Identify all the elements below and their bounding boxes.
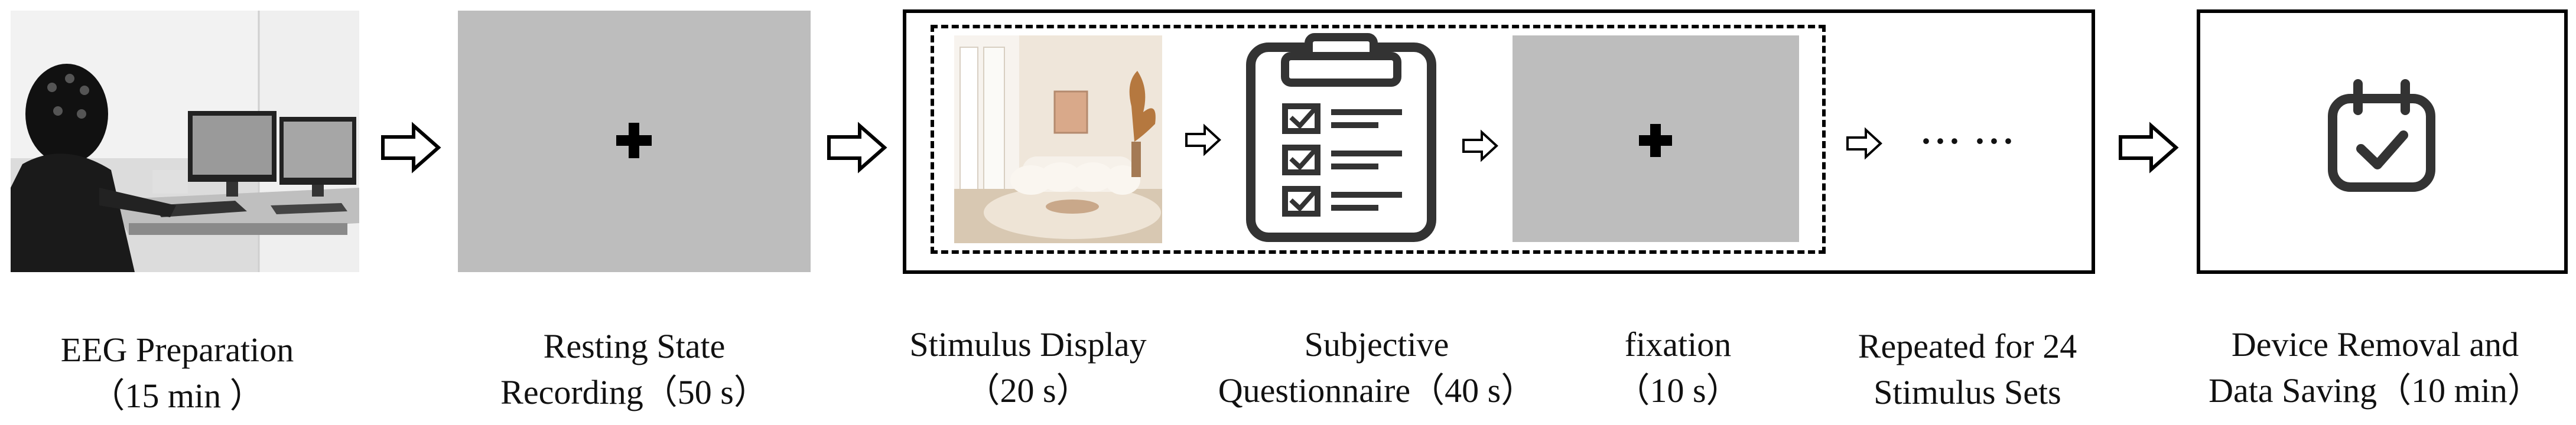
device-removal-label: Device Removal and Data Saving（10 min） xyxy=(2174,322,2576,414)
eeg-preparation-label: EEG Preparation （15 min ） xyxy=(0,327,354,419)
plus-icon xyxy=(1639,124,1672,157)
calendar-check-icon xyxy=(2328,79,2435,192)
arrow-right-outline-icon xyxy=(1185,123,1221,156)
resting-state-label: Resting State Recording（50 s） xyxy=(458,323,811,416)
living-room-photo xyxy=(954,35,1162,243)
questionnaire-line2: Questionnaire（40 s） xyxy=(1218,371,1536,410)
plus-icon xyxy=(616,123,652,158)
stimulus-display-title: Stimulus Display xyxy=(909,325,1147,364)
arrow-right-outline-icon xyxy=(2119,122,2179,174)
eeg-preparation-title: EEG Preparation xyxy=(60,331,294,369)
fixation-screen xyxy=(1513,35,1799,242)
fixation-title: fixation xyxy=(1624,325,1732,364)
stimulus-display-duration: （20 s） xyxy=(965,371,1091,410)
device-removal-box xyxy=(2197,9,2568,274)
fixation-duration: （10 s） xyxy=(1615,371,1741,410)
resting-state-line1: Resting State xyxy=(543,327,726,365)
repeated-label: Repeated for 24 Stimulus Sets xyxy=(1820,323,2115,416)
eeg-participant-photo xyxy=(11,11,359,272)
device-removal-line2: Data Saving（10 min） xyxy=(2209,371,2542,410)
repeated-trial-group xyxy=(931,25,1826,254)
arrow-right-outline-icon xyxy=(381,122,441,174)
questionnaire-line1: Subjective xyxy=(1304,325,1449,364)
stimulus-display-label: Stimulus Display （20 s） xyxy=(886,322,1170,414)
arrow-right-outline-icon xyxy=(1462,129,1498,162)
eeg-preparation-duration: （15 min ） xyxy=(90,377,264,415)
repeated-line2: Stimulus Sets xyxy=(1874,373,2061,411)
arrow-right-outline-icon xyxy=(827,122,887,174)
ellipsis: ··· ··· xyxy=(1920,122,2017,161)
fixation-label: fixation （10 s） xyxy=(1572,322,1784,414)
arrow-right-outline-icon xyxy=(1846,127,1882,160)
questionnaire-label: Subjective Questionnaire（40 s） xyxy=(1193,322,1560,414)
clipboard-checklist-icon xyxy=(1246,33,1436,242)
device-removal-line1: Device Removal and xyxy=(2231,325,2519,364)
resting-state-line2: Recording（50 s） xyxy=(500,373,768,411)
repeated-line1: Repeated for 24 xyxy=(1858,327,2077,365)
resting-state-screen xyxy=(458,11,811,272)
